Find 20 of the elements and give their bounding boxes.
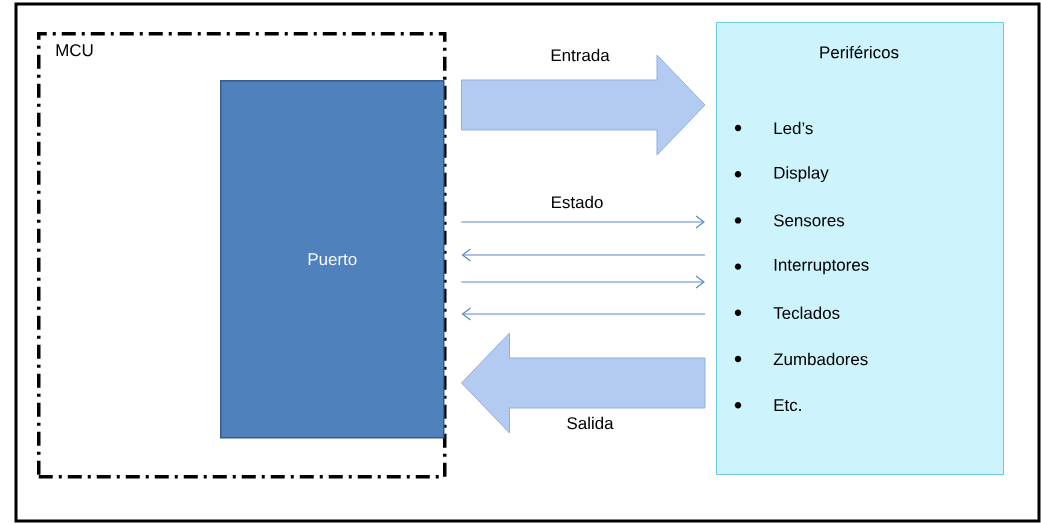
edge-label: Estado bbox=[549, 194, 605, 210]
list-item: Led’s bbox=[774, 121, 813, 135]
list-item: Display bbox=[774, 166, 829, 183]
box-title: MCU bbox=[56, 44, 93, 57]
list-item: Teclados bbox=[773, 306, 840, 319]
arrow bbox=[460, 275, 705, 289]
block-arrow bbox=[461, 332, 706, 434]
arrow bbox=[461, 248, 706, 262]
edge-label: Salida bbox=[565, 415, 615, 431]
arrow bbox=[460, 215, 705, 229]
list-item: Sensores bbox=[773, 214, 845, 227]
mcu-boundary bbox=[37, 32, 447, 479]
arrow bbox=[461, 307, 706, 321]
list-item: Etc. bbox=[774, 399, 801, 412]
list-item: Interruptores bbox=[774, 259, 869, 275]
box-title: Periféricos bbox=[820, 45, 899, 59]
edge-label: Entrada bbox=[549, 47, 611, 63]
port-box: Puerto bbox=[220, 80, 445, 439]
block-arrow bbox=[461, 54, 706, 156]
list-item: Zumbadores bbox=[773, 352, 868, 366]
